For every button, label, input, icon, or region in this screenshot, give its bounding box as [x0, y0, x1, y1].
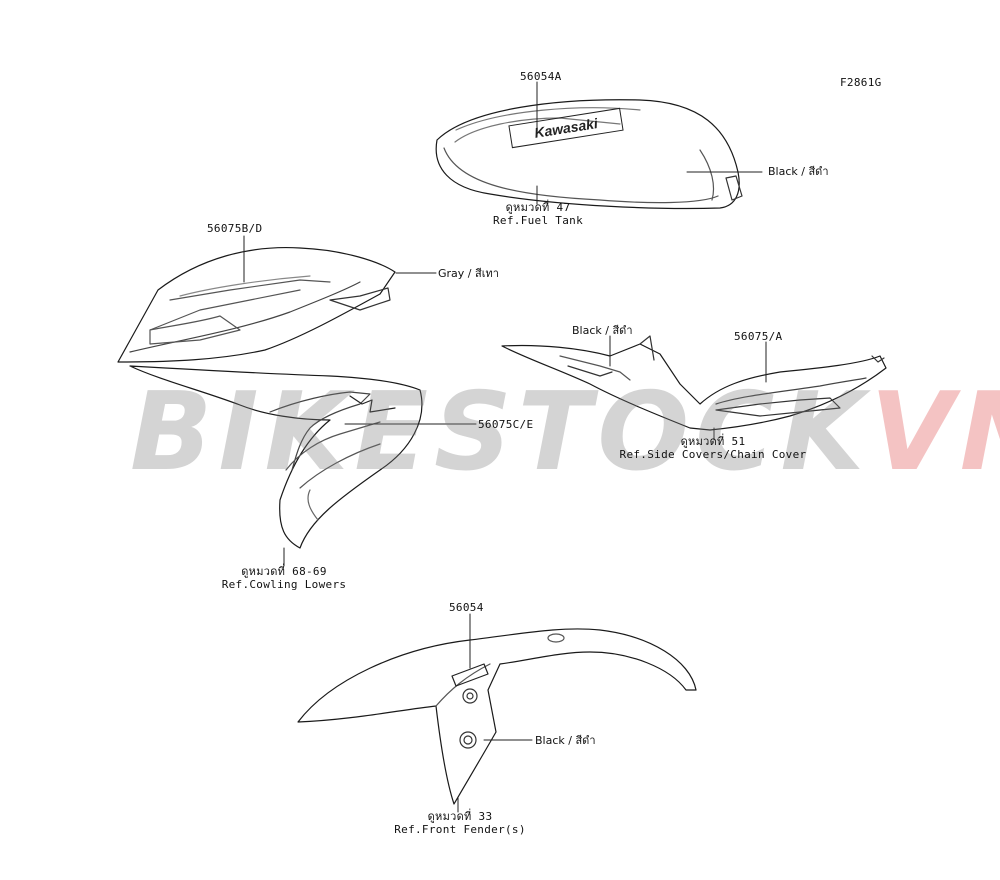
cowling-lower-drawing: [129, 365, 477, 567]
fuel-tank-drawing: [435, 81, 763, 210]
upper-cowl-color-label: Gray / สีเทา: [438, 267, 499, 280]
figure-code: F2861G: [840, 76, 882, 89]
cowling-lower-part-number[interactable]: 56075C/E: [478, 418, 534, 431]
side-cover-ref[interactable]: Ref.Side Covers/Chain Cover: [619, 448, 807, 461]
fuel-tank-ref-thai: ดูหมวดที่ 47: [505, 201, 571, 214]
side-cover-ref-thai: ดูหมวดที่ 51: [680, 435, 746, 448]
front-fender-part-number[interactable]: 56054: [449, 601, 484, 614]
front-fender-ref-thai: ดูหมวดที่ 33: [427, 810, 493, 823]
fuel-tank-color-label: Black / สีดำ: [768, 165, 829, 178]
side-cover-color-label: Black / สีดำ: [572, 324, 633, 337]
side-cover-drawing: [501, 335, 887, 441]
fuel-tank-ref[interactable]: Ref.Fuel Tank: [493, 214, 583, 227]
fuel-tank-part-number[interactable]: 56054A: [520, 70, 562, 83]
front-fender-color-label: Black / สีดำ: [535, 734, 596, 747]
front-fender-drawing: [297, 613, 697, 813]
cowling-lower-ref[interactable]: Ref.Cowling Lowers: [221, 578, 347, 591]
upper-cowl-part-number[interactable]: 56075B/D: [207, 222, 263, 235]
front-fender-ref[interactable]: Ref.Front Fender(s): [394, 823, 526, 836]
side-cover-part-number[interactable]: 56075/A: [734, 330, 783, 343]
cowling-lower-ref-thai: ดูหมวดที่ 68-69: [241, 565, 327, 578]
upper-cowl-drawing: [117, 235, 437, 363]
kawasaki-logo: Kawasaki: [508, 107, 624, 149]
